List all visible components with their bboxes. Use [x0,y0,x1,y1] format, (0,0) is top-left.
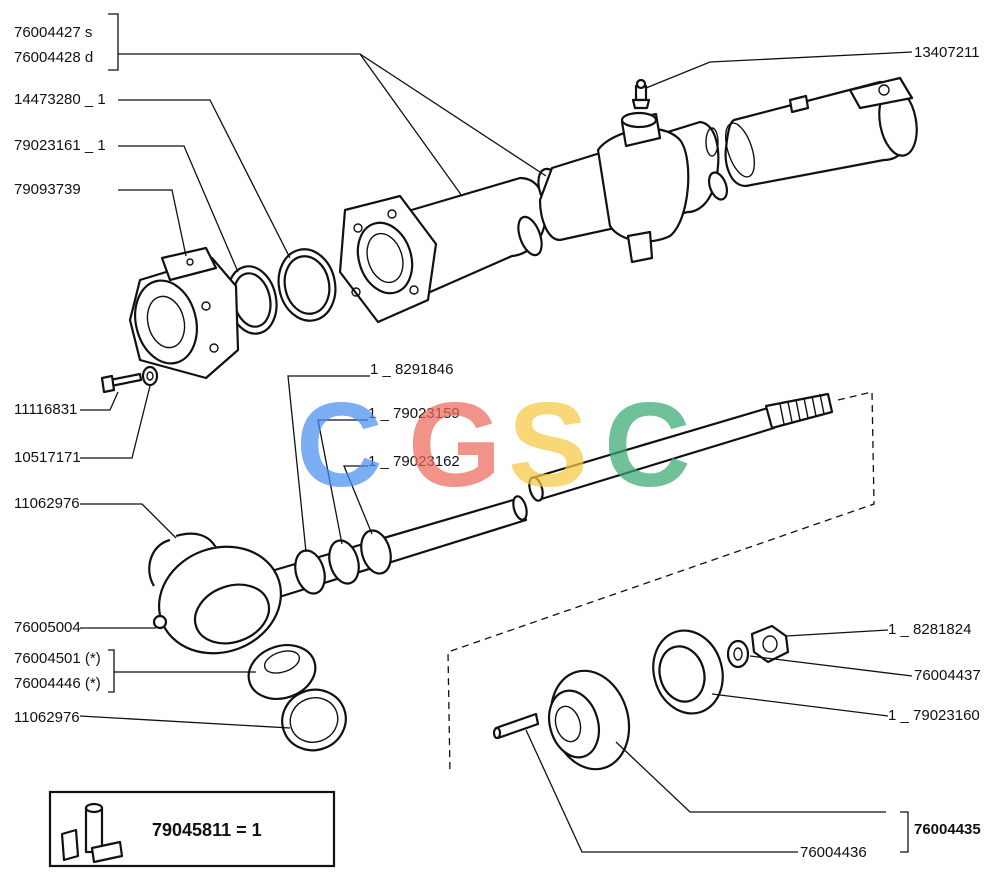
cgsc-watermark: C G S C [296,378,691,512]
label-11116831: 11116831 [14,401,77,418]
label-11062976-bottom: 11062976 [14,709,80,726]
label-14473280: 14473280 _ 1 [14,91,106,108]
cylinder-barrel-rear [338,176,547,324]
label-79093739: 79093739 [14,181,81,198]
label-8281824: 1 _ 8281824 [888,621,971,638]
label-79023160: 1 _ 79023160 [888,707,980,724]
kit-text: 79045811 = 1 [152,820,262,840]
label-79023162: 1 _ 79023162 [368,453,460,470]
piston-group-outline [447,391,875,775]
piston-body [547,669,631,771]
kit-parts-icon [60,802,124,864]
label-76004437: 76004437 [914,667,981,684]
label-79023159: 1 _ 79023159 [368,405,460,422]
nut-8281824 [750,624,790,664]
label-76005004: 76005004 [14,619,81,636]
watermark-letter-1: C [296,378,383,512]
label-76004435: 76004435 [914,821,981,838]
ball-joint [247,644,317,700]
piston-seal-79023160 [652,629,724,715]
part-labels: 76004427 s 76004428 d 13407211 14473280 … [14,24,981,861]
bolt-11116831 [100,372,143,394]
watermark-letter-4: C [604,378,691,512]
label-8291846: 1 _ 8291846 [370,361,453,378]
label-76004446: 76004446 (*) [14,675,101,692]
circlip-bottom [281,688,347,752]
watermark-letter-2: G [408,378,501,512]
circlip-top [148,532,217,587]
rod-eye [152,545,283,655]
washer-10517171 [141,365,159,387]
cylinder-barrel-middle [537,111,729,264]
watermark-letter-3: S [508,378,588,512]
end-flange [128,246,240,380]
label-11062976-top: 11062976 [14,495,80,512]
o-ring-14473280 [277,248,337,322]
leader-lines [79,13,913,853]
rod-seal-79023162 [360,529,392,575]
piston-pin [492,712,540,740]
label-76004427: 76004427 s [14,24,92,41]
repair-kit-box: 79045811 = 1 [48,790,336,868]
rod-seal-79023159 [328,539,360,585]
cylinder-barrel-front [724,76,918,188]
label-13407211: 13407211 [914,44,980,61]
washer-76004437 [726,639,750,669]
label-76004501: 76004501 (*) [14,650,101,667]
label-10517171: 10517171 [14,449,81,466]
grease-nipple [631,78,651,110]
rod-seal-8291846 [294,549,326,595]
label-76004436: 76004436 [800,844,867,861]
label-79023161: 79023161 _ 1 [14,137,106,154]
label-76004428: 76004428 d [14,49,93,66]
